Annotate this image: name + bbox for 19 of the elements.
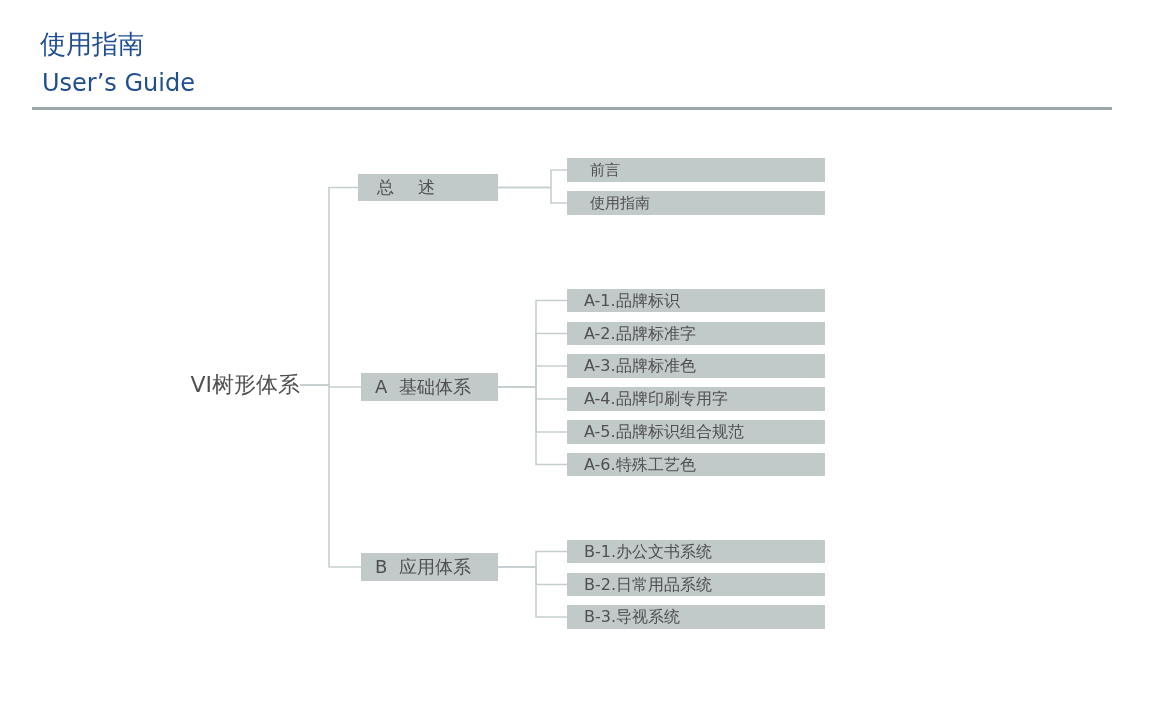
topic-box: A-3.品牌标准色 bbox=[567, 354, 825, 378]
topic-box: B-2.日常用品系统 bbox=[567, 573, 825, 596]
connector-line bbox=[497, 186, 568, 204]
section-box: A 基础体系 bbox=[361, 373, 498, 401]
topic-box: A-5.品牌标识组合规范 bbox=[567, 420, 825, 444]
page-title: 使用指南 bbox=[40, 28, 144, 61]
topic-box: 使用指南 bbox=[567, 191, 825, 215]
topic-box: A-4.品牌印刷专用字 bbox=[567, 387, 825, 411]
section-box: 总 述 bbox=[358, 174, 498, 201]
page-subtitle: User’s Guide bbox=[42, 68, 195, 99]
topic-box: A-1.品牌标识 bbox=[567, 289, 825, 312]
topic-box: B-3.导视系统 bbox=[567, 605, 825, 629]
topic-box: A-6.特殊工艺色 bbox=[567, 453, 825, 476]
connector-line bbox=[497, 566, 568, 618]
topic-box: B-1.办公文书系统 bbox=[567, 540, 825, 563]
section-box: B 应用体系 bbox=[361, 553, 498, 581]
topic-box: A-2.品牌标准字 bbox=[567, 322, 825, 345]
root-label: VI树形体系 bbox=[190, 370, 300, 400]
topic-box: 前言 bbox=[567, 158, 825, 182]
